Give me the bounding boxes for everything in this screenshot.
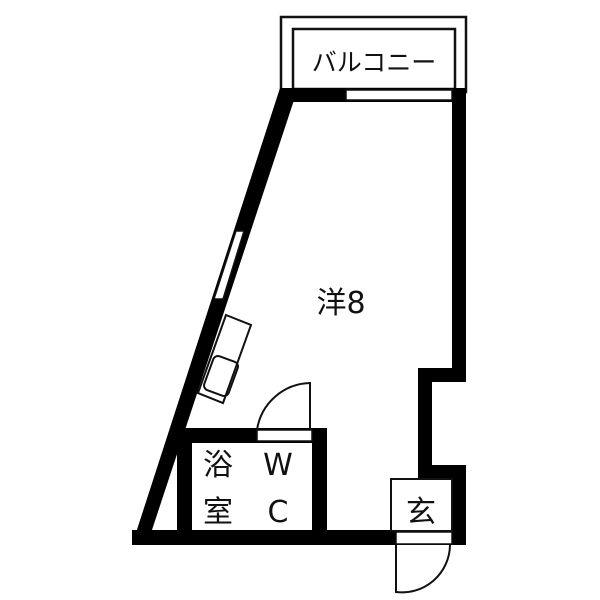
wc-label-2: C bbox=[268, 495, 289, 530]
walls bbox=[132, 88, 466, 545]
left-window bbox=[212, 230, 246, 300]
balcony: バルコニー bbox=[279, 15, 468, 94]
balcony-label: バルコニー bbox=[312, 48, 437, 77]
entrance-door[interactable] bbox=[395, 531, 453, 594]
western-room-label: 洋8 bbox=[316, 286, 365, 321]
kitchen-sink bbox=[196, 313, 253, 405]
bath-label-1: 浴 bbox=[203, 448, 233, 483]
balcony-window bbox=[345, 89, 453, 101]
bath-label-2: 室 bbox=[203, 495, 233, 530]
entrance-label: 玄 bbox=[406, 495, 436, 530]
entrance: 玄 bbox=[390, 478, 453, 532]
wc-door[interactable] bbox=[256, 381, 313, 442]
wc-label-1: W bbox=[263, 448, 293, 483]
